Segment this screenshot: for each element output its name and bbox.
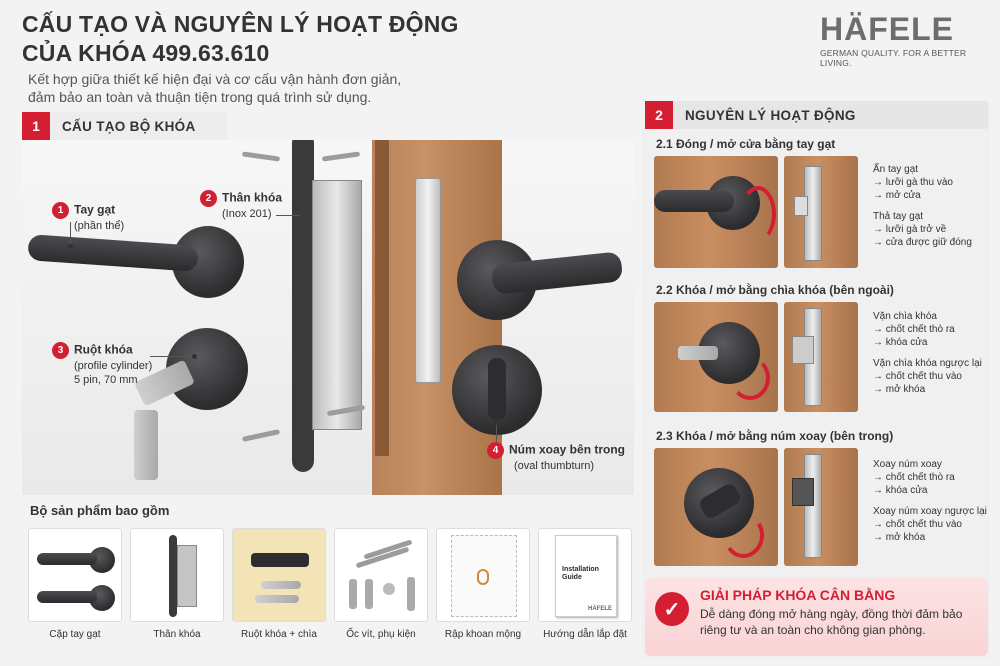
brand-logo: HÄFELE GERMAN QUALITY. FOR A BETTER LIVI… <box>820 12 985 68</box>
step-1-desc: Ấn tay gạt → lưỡi gà thu vào → mở cửa Th… <box>873 163 993 249</box>
content-item-label: Ruột khóa + chìa <box>241 629 317 640</box>
guide-text: Installation Guide <box>562 566 599 581</box>
callout-thumbturn: 4 Núm xoay bên trong (oval thumbturn) <box>487 442 625 473</box>
step-2-photo-bolt <box>784 302 858 412</box>
step-2-desc2-line-2: → mở khóa <box>873 384 926 395</box>
callout-2-line: (Inox 201) <box>222 208 272 220</box>
content-item-label: Ốc vít, phụ kiện <box>346 629 416 640</box>
section-2-number: 2 <box>645 101 673 129</box>
callout-2-title: Thân khóa <box>222 190 283 205</box>
step-3-desc2-line-2: → mở khóa <box>873 532 926 543</box>
content-item-handles: Cặp tay gạt <box>28 528 122 648</box>
section-1-number: 1 <box>22 112 50 140</box>
lever-handle-illustration <box>27 234 199 272</box>
step-3-title: 2.3 Khóa / mở bằng núm xoay (bên trong) <box>656 429 894 443</box>
solution-title: GIẢI PHÁP KHÓA CÂN BẰNG <box>700 587 896 603</box>
step-1-desc1-line-2: → mở cửa <box>873 190 921 201</box>
strike-plate-illustration <box>415 178 441 383</box>
step-3-desc1-line-1: → chốt chết thò ra <box>873 472 955 483</box>
step-1-desc2-title: Thả tay gạt <box>873 211 924 222</box>
step-3-photo-thumbturn <box>654 448 778 566</box>
checkmark-icon: ✓ <box>655 592 689 626</box>
page-subtitle: Kết hợp giữa thiết kế hiện đại và cơ cấu… <box>28 70 401 106</box>
step-2-photo-key <box>654 302 778 412</box>
guide-brand: HÄFELE <box>588 606 612 612</box>
step-2-desc2-line-1: → chốt chết thu vào <box>873 371 962 382</box>
callout-3-line-1: (profile cylinder) <box>74 360 153 372</box>
step-2-desc1-title: Vặn chìa khóa <box>873 311 937 322</box>
step-1-desc2-line-1: → lưỡi gà trở về <box>873 224 947 235</box>
contents-title: Bộ sản phẩm bao gồm <box>30 503 170 518</box>
content-item-guide: Installation Guide HÄFELE Hướng dẫn lắp … <box>538 528 632 648</box>
screw-icon <box>321 151 361 162</box>
step-2-desc1-line-2: → khóa cửa <box>873 337 928 348</box>
content-item-label: Thân khóa <box>153 629 201 640</box>
screw-icon <box>241 429 281 442</box>
step-3-photo-bolt <box>784 448 858 566</box>
step-3-desc1-title: Xoay núm xoay <box>873 459 942 470</box>
content-item-label: Rập khoan mộng <box>444 629 522 640</box>
step-1-photo-handle <box>654 156 778 268</box>
callout-3-number: 3 <box>52 342 69 359</box>
thumbturn-icon <box>488 358 506 420</box>
callout-3-line-2: 5 pin, 70 mm <box>74 374 138 386</box>
solution-text: Dễ dàng đóng mở hàng ngày, đồng thời đảm… <box>700 607 963 637</box>
content-item-screws: Ốc vít, phụ kiện <box>334 528 428 648</box>
logo-tagline: GERMAN QUALITY. FOR A BETTER LIVING. <box>820 48 967 68</box>
callout-lock-body: 2 Thân khóa (Inox 201) <box>200 190 282 221</box>
step-2-title: 2.2 Khóa / mở bằng chìa khóa (bên ngoài) <box>656 283 894 297</box>
callout-1-number: 1 <box>52 202 69 219</box>
step-1-photo-latch <box>784 156 858 268</box>
screw-icon <box>241 151 281 162</box>
content-item-label: Cặp tay gạt <box>49 629 101 640</box>
content-item-template: Rập khoan mộng <box>436 528 530 648</box>
callout-4-number: 4 <box>487 442 504 459</box>
callout-3-title: Ruột khóa <box>74 342 133 357</box>
step-2-desc: Vặn chìa khóa → chốt chết thò ra → khóa … <box>873 310 993 396</box>
step-3-desc2-line-1: → chốt chết thu vào <box>873 519 962 530</box>
content-item-label: Hướng dẫn lắp đặt <box>543 629 627 640</box>
callout-4-title: Núm xoay bên trong <box>509 442 626 457</box>
subtitle-line-1: Kết hợp giữa thiết kế hiện đại và cơ cấu… <box>28 71 402 87</box>
step-2-desc1-line-1: → chốt chết thò ra <box>873 324 955 335</box>
content-item-cylinder: Ruột khóa + chìa <box>232 528 326 648</box>
content-item-lock-body: Thân khóa <box>130 528 224 648</box>
step-3-desc2-title: Xoay núm xoay ngược lại <box>873 506 987 517</box>
step-2-desc2-title: Vặn chìa khóa ngược lại <box>873 358 982 369</box>
callout-2-number: 2 <box>200 190 217 207</box>
package-contents: Bộ sản phẩm bao gồm Cặp tay gạt Thân khó… <box>22 498 634 658</box>
solution-box: ✓ GIẢI PHÁP KHÓA CÂN BẰNG Dễ dàng đóng m… <box>645 578 988 656</box>
callout-handle: 1 Tay gạt (phần thể) <box>52 202 124 233</box>
subtitle-line-2: đảm bảo an toàn và thuận tiện trong quá … <box>28 89 372 105</box>
callout-1-title: Tay gạt <box>74 202 116 217</box>
step-1-desc1-line-1: → lưỡi gà thu vào <box>873 177 953 188</box>
step-3-desc1-line-2: → khóa cửa <box>873 485 928 496</box>
callout-cylinder: 3 Ruột khóa (profile cylinder) 5 pin, 70 … <box>52 342 152 387</box>
section-1-header: 1 CẤU TẠO BỘ KHÓA <box>22 112 227 140</box>
faceplate-illustration <box>292 140 314 472</box>
step-1-title: 2.1 Đóng / mở cửa bằng tay gạt <box>656 137 836 151</box>
section-1-label: CẤU TẠO BỘ KHÓA <box>62 118 196 134</box>
logo-wordmark: HÄFELE <box>820 11 954 47</box>
callout-4-line: (oval thumbturn) <box>514 460 595 472</box>
step-1-desc1-title: Ấn tay gạt <box>873 164 919 175</box>
key-icon <box>134 410 158 480</box>
step-3-desc: Xoay núm xoay → chốt chết thò ra → khóa … <box>873 458 993 544</box>
page-title: CẤU TẠO VÀ NGUYÊN LÝ HOẠT ĐỘNG CỦA KHÓA … <box>22 10 459 68</box>
title-line-1: CẤU TẠO VÀ NGUYÊN LÝ HOẠT ĐỘNG <box>22 11 459 37</box>
section-2-label: NGUYÊN LÝ HOẠT ĐỘNG <box>685 107 856 123</box>
lock-structure-illustration: 1 Tay gạt (phần thể) 2 Thân khóa (Inox 201… <box>22 140 634 495</box>
mortise-body-illustration <box>312 180 362 430</box>
section-2-header: 2 NGUYÊN LÝ HOẠT ĐỘNG <box>645 101 988 129</box>
title-line-2: CỦA KHÓA 499.63.610 <box>22 40 270 66</box>
step-1-desc2-line-2: → cửa được giữ đóng <box>873 237 972 248</box>
callout-1-line: (phần thể) <box>74 220 125 232</box>
